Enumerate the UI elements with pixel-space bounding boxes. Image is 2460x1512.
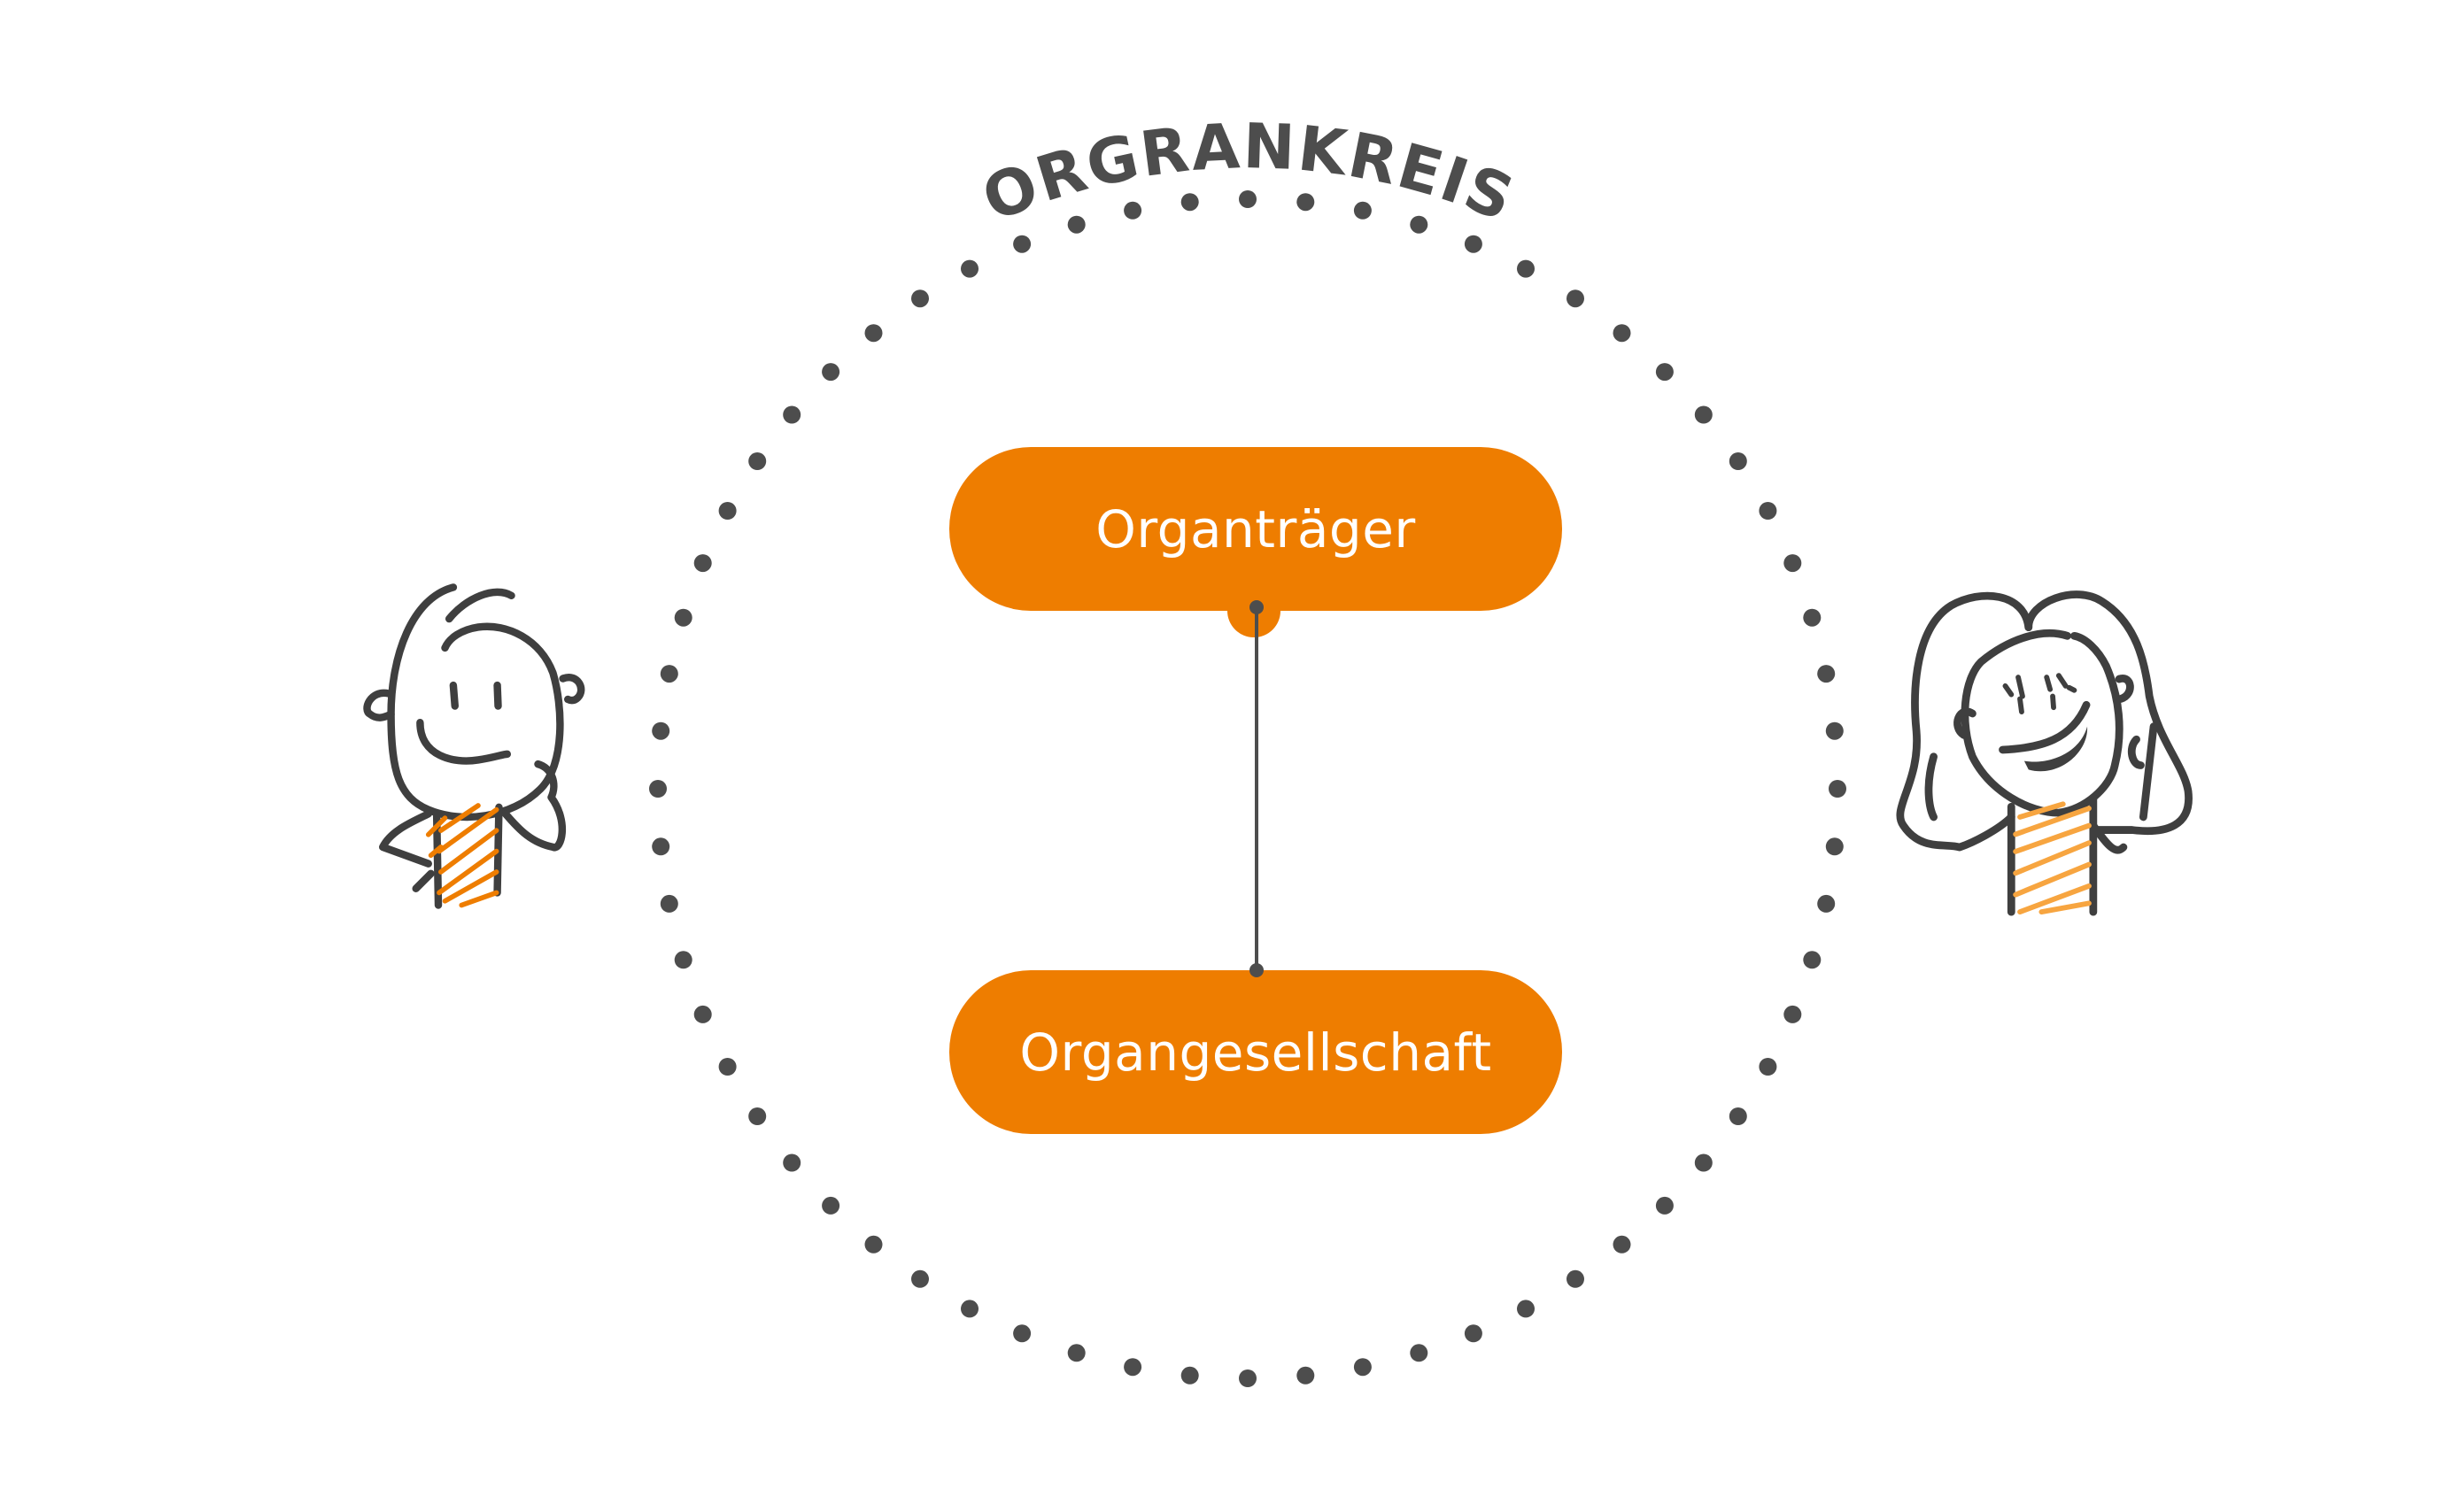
circle-dot	[1410, 1344, 1428, 1362]
circle-dot	[674, 951, 692, 969]
circle-dot	[652, 837, 670, 856]
circle-dot	[1729, 1107, 1747, 1125]
node-organtraeger: Organträger	[949, 447, 1562, 611]
circle-dot	[1759, 502, 1777, 520]
circle-dot	[1013, 235, 1032, 253]
connector-dot-top	[1249, 600, 1264, 614]
circle-dot	[783, 1153, 801, 1172]
circle-dot	[1825, 721, 1844, 740]
circle-dot	[1296, 1366, 1315, 1385]
circle-dot	[1825, 837, 1844, 856]
circle-dot	[783, 405, 801, 424]
circle-dot	[718, 1058, 737, 1076]
circle-dot	[911, 1269, 929, 1288]
circle-dot	[1067, 215, 1086, 234]
circle-dot	[864, 324, 883, 343]
circle-dot	[1410, 215, 1428, 234]
thinking-man-icon	[363, 583, 585, 909]
circle-dot	[1783, 554, 1802, 573]
circle-dot	[822, 363, 840, 382]
circle-dot	[1613, 1235, 1631, 1254]
circle-dot	[1759, 1058, 1777, 1076]
circle-dot	[748, 1107, 767, 1125]
circle-dot	[1067, 1344, 1086, 1362]
circle-dot	[1783, 1005, 1802, 1023]
circle-dot	[674, 608, 692, 627]
circle-dot	[1655, 1196, 1674, 1215]
circle-dot	[1517, 259, 1535, 278]
node-organgesellschaft: Organgesellschaft	[949, 970, 1562, 1134]
circle-dot	[1817, 894, 1836, 913]
circle-dot	[1239, 1369, 1257, 1387]
circle-dot	[1803, 608, 1822, 627]
circle-dot	[1180, 193, 1199, 212]
connector-dot-bottom	[1249, 963, 1264, 977]
node-label: Organgesellschaft	[1019, 1022, 1492, 1083]
circle-dot	[1655, 363, 1674, 382]
circle-dot	[1803, 951, 1822, 969]
circle-dot	[864, 1235, 883, 1254]
circle-dot	[1180, 1366, 1199, 1385]
circle-dot	[649, 780, 667, 798]
node-label: Organträger	[1095, 498, 1416, 559]
circle-dot	[1013, 1324, 1032, 1343]
circle-dot	[1353, 1358, 1372, 1377]
circle-dot	[652, 721, 670, 740]
circle-dot	[1694, 405, 1713, 424]
circle-label: ORGRANKREIS	[972, 110, 1525, 236]
circle-dot	[748, 452, 767, 470]
circle-dot	[1567, 289, 1584, 308]
circle-dot	[1296, 193, 1315, 212]
circle-dot	[1464, 1324, 1482, 1343]
circle-dot	[1613, 324, 1631, 343]
circle-dot	[911, 289, 929, 308]
circle-dot	[1729, 452, 1747, 470]
circle-dot	[1817, 665, 1836, 683]
circle-dot	[1694, 1153, 1713, 1172]
circle-dot	[1829, 780, 1846, 798]
circle-dot	[718, 502, 737, 520]
circle-dot	[822, 1196, 840, 1215]
circle-dot	[1464, 235, 1482, 253]
circle-dot	[1124, 1358, 1142, 1377]
circle-dot	[961, 1300, 979, 1318]
circle-dot	[1567, 1269, 1584, 1288]
circle-dot	[660, 894, 678, 913]
circle-dot	[693, 554, 712, 573]
circle-dot	[1124, 201, 1142, 220]
circle-dot	[1353, 201, 1372, 220]
circle-dot	[961, 259, 979, 278]
circle-dot	[1517, 1300, 1535, 1318]
connector-line	[1255, 607, 1258, 970]
smiling-woman-icon	[1896, 590, 2193, 916]
circle-dot	[660, 665, 678, 683]
circle-dot	[1239, 190, 1257, 208]
circle-dot	[693, 1005, 712, 1023]
